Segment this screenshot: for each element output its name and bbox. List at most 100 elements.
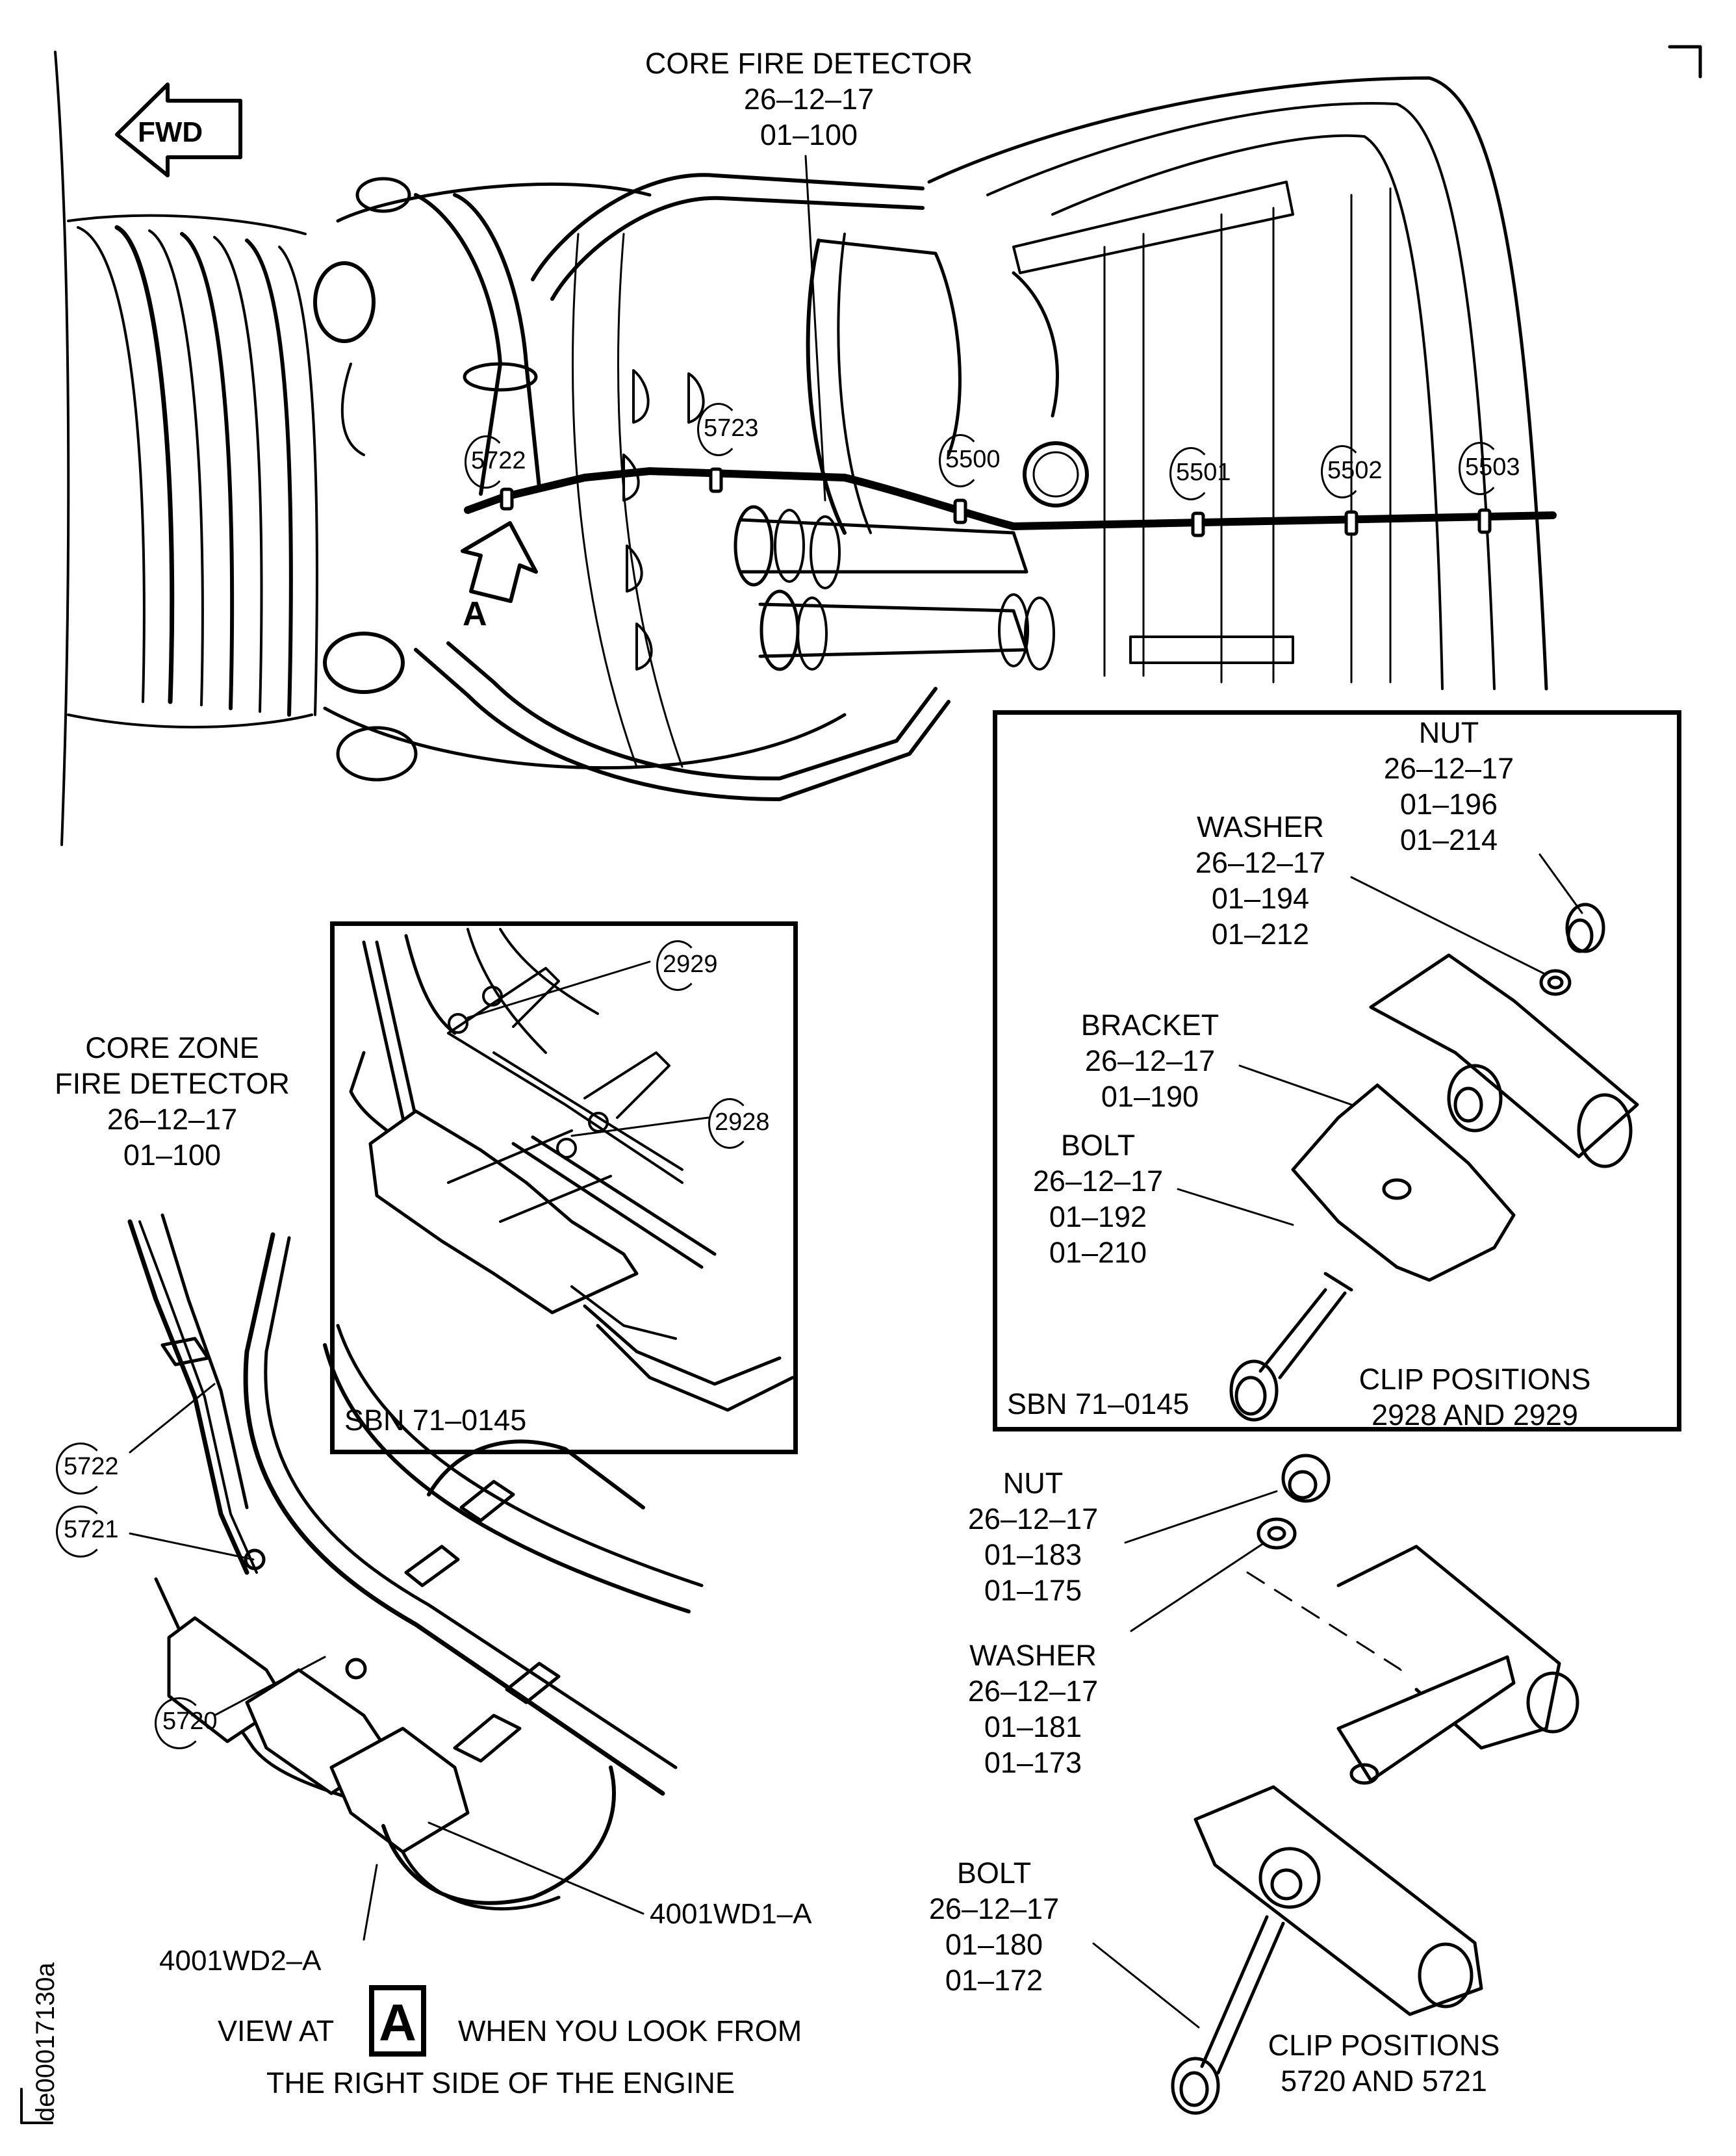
part-ref: 26–12–17 <box>967 1502 1099 1535</box>
fwd-label: FWD <box>138 116 203 148</box>
leader-2929 <box>466 960 651 1019</box>
callout-5500: 5500 <box>939 434 1001 487</box>
bolt-label-lower: BOLT 26–12–17 01–180 01–172 <box>910 1855 1079 1998</box>
leader-2928 <box>570 1116 709 1137</box>
caption-line: CLIP POSITIONS <box>1268 2029 1500 2062</box>
caption-line: 2928 AND 2929 <box>1372 1398 1578 1431</box>
view-a-caption-marker: A <box>369 1985 426 2057</box>
callout-5501: 5501 <box>1169 447 1231 500</box>
part-ref: 26–12–17 <box>1084 1044 1216 1077</box>
leader-washer-inset <box>1350 876 1548 976</box>
core-fire-detector-label: CORE FIRE DETECTOR 26–12–17 01–100 <box>627 45 991 153</box>
part-ref: 26–12–17 <box>743 83 874 116</box>
part-item: 01–183 <box>984 1538 1082 1571</box>
inset-sbn-right <box>993 710 1681 1431</box>
washer-label-lower: WASHER 26–12–17 01–181 01–173 <box>936 1637 1130 1780</box>
core-zone-fire-detector-label: CORE ZONE FIRE DETECTOR 26–12–17 01–100 <box>52 1030 292 1173</box>
callout-5723: 5723 <box>697 403 759 456</box>
callout-5721-view-a: 5721 <box>56 1506 119 1558</box>
leader-5722-view-a <box>129 1383 216 1454</box>
inset-left-artwork <box>349 928 795 1412</box>
part-name: CORE FIRE DETECTOR <box>645 47 973 80</box>
callout-5502: 5502 <box>1321 445 1383 498</box>
part-name: NUT <box>1418 716 1479 749</box>
leader-washer-lower <box>1130 1542 1265 1632</box>
corner-mark <box>1668 45 1702 79</box>
engine-main-view <box>54 51 1548 846</box>
part-item: 01–100 <box>123 1138 222 1172</box>
part-name: WASHER <box>1197 810 1324 843</box>
part-item: 01–212 <box>1211 918 1310 951</box>
part-item: 01–194 <box>1211 882 1310 915</box>
part-item: 01–214 <box>1399 823 1498 856</box>
callout-2929: 2929 <box>656 940 718 991</box>
washer-label-inset: WASHER 26–12–17 01–194 01–212 <box>1163 809 1358 952</box>
part-name: BOLT <box>956 1856 1032 1890</box>
callout-5722-view-a: 5722 <box>56 1443 119 1495</box>
view-a-caption-line2: THE RIGHT SIDE OF THE ENGINE <box>266 2066 735 2099</box>
fwd-arrow-icon <box>115 83 242 177</box>
leader-4001wd1 <box>428 1821 645 1915</box>
part-item: 01–180 <box>945 1928 1043 1961</box>
bracket-label-inset: BRACKET 26–12–17 01–190 <box>1053 1007 1247 1114</box>
leader-bolt-lower <box>1092 1942 1200 2029</box>
caption-line: CLIP POSITIONS <box>1359 1363 1591 1396</box>
leader-bracket-inset <box>1238 1064 1353 1106</box>
leader-4001wd2 <box>363 1864 378 1941</box>
leader-nut-lower <box>1124 1490 1278 1544</box>
leader-nut-inset <box>1538 853 1583 914</box>
callout-5503: 5503 <box>1459 442 1520 495</box>
view-a-artwork <box>127 1213 704 1911</box>
leader-5720-view-a <box>213 1656 326 1717</box>
part-ref: 26–12–17 <box>967 1675 1099 1708</box>
view-a-caption-suffix: WHEN YOU LOOK FROM <box>458 2014 802 2047</box>
nut-label-inset: NUT 26–12–17 01–196 01–214 <box>1351 715 1546 858</box>
part-ref: 26–12–17 <box>107 1103 238 1136</box>
view-a-caption-prefix: VIEW AT <box>218 2014 335 2047</box>
part-name: WASHER <box>969 1639 1097 1672</box>
connector-4001wd2: 4001WD2–A <box>159 1945 322 1977</box>
inset-sbn-left <box>330 921 798 1454</box>
part-name: BRACKET <box>1080 1008 1219 1042</box>
part-item: 01–181 <box>984 1710 1082 1743</box>
inset-right-artwork <box>1229 903 1639 1422</box>
part-name: BOLT <box>1060 1129 1136 1162</box>
view-a-marker: A <box>463 595 487 633</box>
bolt-label-inset: BOLT 26–12–17 01–192 01–210 <box>1014 1127 1182 1270</box>
part-item: 01–173 <box>984 1746 1082 1779</box>
leader-bolt-inset <box>1177 1188 1294 1226</box>
cable-clips <box>500 467 1492 537</box>
caption-line: 5720 AND 5721 <box>1281 2064 1487 2098</box>
callout-5722: 5722 <box>465 435 526 489</box>
sbn-label-left: SBN 71–0145 <box>344 1404 527 1437</box>
part-item: 01–192 <box>1049 1200 1147 1233</box>
part-item: 01–172 <box>945 1964 1043 1997</box>
part-item: 01–100 <box>760 118 858 151</box>
sbn-label-right: SBN 71–0145 <box>1007 1387 1190 1420</box>
part-item: 01–210 <box>1049 1236 1147 1269</box>
callout-5720-view-a: 5720 <box>155 1697 218 1749</box>
clip-positions-caption-lower: CLIP POSITIONS 5720 AND 5721 <box>1247 2027 1520 2099</box>
part-item: 01–175 <box>984 1574 1082 1607</box>
part-ref: 26–12–17 <box>928 1892 1060 1925</box>
part-item: 01–190 <box>1101 1080 1199 1113</box>
part-ref: 26–12–17 <box>1195 846 1326 879</box>
clip-positions-caption-inset: CLIP POSITIONS 2928 AND 2929 <box>1338 1361 1611 1433</box>
part-ref: 26–12–17 <box>1032 1164 1164 1198</box>
callout-2928: 2928 <box>708 1098 770 1149</box>
connector-4001wd1: 4001WD1–A <box>650 1898 812 1930</box>
part-name: FIRE DETECTOR <box>55 1067 290 1100</box>
part-item: 01–196 <box>1399 788 1498 821</box>
title-leader-line <box>804 155 826 502</box>
lower-right-parts-artwork <box>1171 1454 1579 2115</box>
figure-id: de00017130a <box>31 1962 60 2122</box>
corner-mark-bottom <box>20 2088 53 2124</box>
part-name: NUT <box>1002 1467 1064 1500</box>
nut-label-lower: NUT 26–12–17 01–183 01–175 <box>936 1465 1130 1608</box>
view-a-arrow-icon <box>461 521 538 603</box>
fire-detector-cable <box>464 467 1557 530</box>
part-name: CORE ZONE <box>85 1031 259 1064</box>
part-ref: 26–12–17 <box>1383 752 1514 785</box>
leader-5721-view-a <box>129 1532 255 1561</box>
